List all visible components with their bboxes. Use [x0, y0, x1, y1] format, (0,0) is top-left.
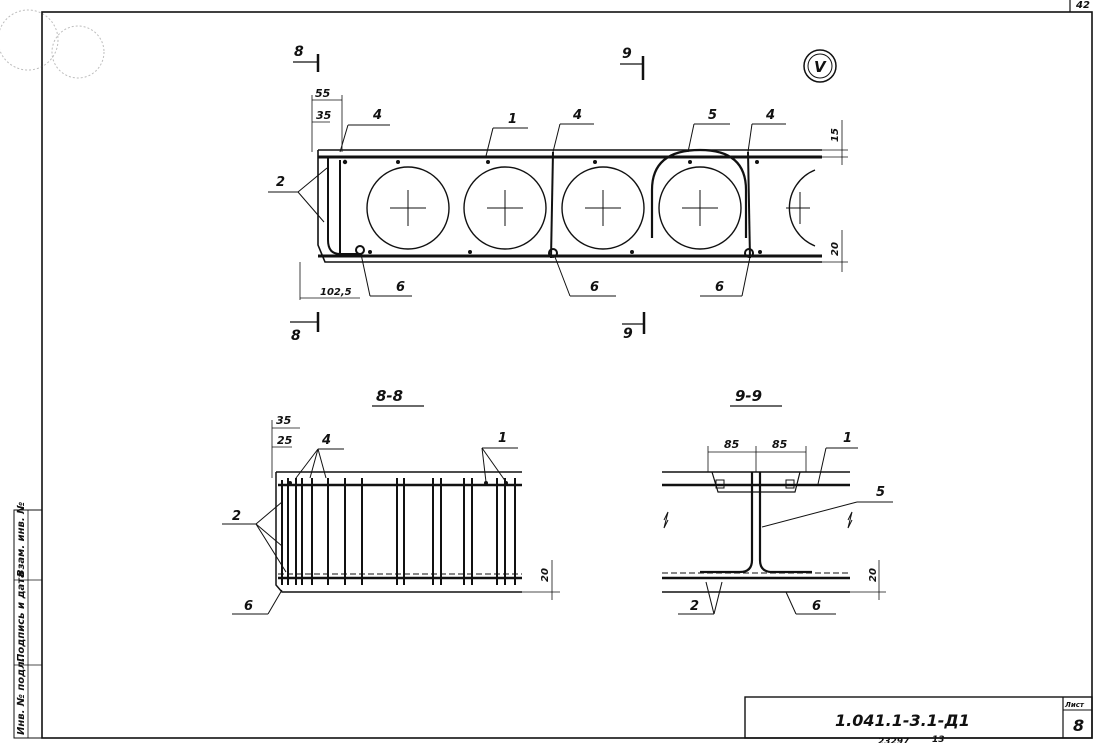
inv-podl-label: Инв. № подл. [16, 658, 27, 735]
callout-8-8-1: 1 [481, 431, 518, 483]
svg-text:2: 2 [690, 599, 699, 614]
dim-55: 55 [315, 87, 331, 100]
cut-mark-8-bottom: 8 [290, 312, 320, 344]
callout-5: 5 [687, 108, 730, 153]
cut-mark-9-bottom: 9 [622, 312, 646, 342]
svg-text:2: 2 [276, 175, 285, 190]
svg-text:6: 6 [396, 280, 405, 295]
circle-stamp: V [803, 49, 837, 83]
document-code: 1.041.1-3.1-Д1 [835, 711, 970, 730]
svg-text:9: 9 [623, 326, 633, 342]
corner-page-number: 42 [1075, 0, 1090, 11]
svg-text:8: 8 [294, 44, 304, 60]
section-8-8-title: 8-8 [376, 387, 403, 405]
podpis-data-label: Подпись и дата [16, 571, 27, 662]
dim-9-9-85b: 85 [772, 438, 788, 451]
callout-9-9-1: 1 [817, 431, 858, 485]
callout-6c: 6 [700, 256, 751, 297]
callout-4c: 4 [747, 108, 786, 153]
callout-2: 2 [268, 167, 328, 223]
svg-text:4: 4 [572, 108, 582, 123]
callout-9-9-6: 6 [785, 591, 836, 615]
callout-6b: 6 [554, 256, 616, 297]
svg-text:2: 2 [232, 509, 241, 524]
svg-text:9: 9 [622, 46, 632, 62]
dim-9-9-85a: 85 [724, 438, 740, 451]
callout-6a: 6 [360, 253, 412, 297]
sheet-number: 8 [1073, 716, 1084, 735]
svg-text:4: 4 [321, 433, 331, 448]
dim-8-8-35: 35 [276, 414, 292, 427]
callout-8-8-2: 2 [222, 501, 287, 573]
svg-text:6: 6 [812, 599, 821, 614]
svg-text:6: 6 [715, 280, 724, 295]
dim-20: 20 [830, 242, 841, 256]
callout-8-8-4: 4 [295, 433, 344, 479]
cut-mark-8-top: 8 [293, 44, 320, 72]
callout-9-9-2: 2 [678, 581, 723, 615]
section-8-8: 8-8 35 25 20 4 1 [222, 387, 560, 615]
void-circles [366, 166, 816, 250]
svg-text:4: 4 [372, 108, 382, 123]
svg-text:6: 6 [590, 280, 599, 295]
svg-text:4: 4 [765, 108, 775, 123]
sheet-label: Лист [1064, 701, 1085, 709]
archive-seal [0, 9, 105, 79]
dim-15: 15 [830, 128, 841, 142]
sheet-frame: 42 [41, 0, 1093, 739]
svg-text:6: 6 [244, 599, 253, 614]
main-cross-section: 55 35 102,5 15 20 8 8 9 9 [268, 44, 848, 344]
archive-suffix: 13 [932, 735, 945, 743]
dim-8-8-20: 20 [540, 568, 551, 582]
svg-text:1: 1 [843, 431, 852, 446]
dim-8-8-25: 25 [277, 434, 293, 447]
svg-text:5: 5 [708, 108, 717, 123]
cut-mark-9-top: 9 [620, 46, 645, 80]
callout-4b: 4 [552, 108, 594, 153]
dim-35: 35 [316, 109, 332, 122]
callout-1: 1 [485, 112, 528, 157]
svg-text:8: 8 [291, 328, 301, 344]
section-9-9-title: 9-9 [735, 387, 762, 405]
circle-stamp-text: V [814, 58, 827, 76]
callout-9-9-5: 5 [761, 485, 893, 528]
svg-text:5: 5 [876, 485, 885, 500]
title-block: 1.041.1-3.1-Д1 Лист 8 23297 13 [744, 696, 1093, 743]
callout-8-8-6: 6 [232, 589, 283, 615]
dim-9-9-20: 20 [868, 568, 879, 582]
vzam-inv-label: Взам. инв. № [16, 502, 27, 577]
dim-102-5: 102,5 [320, 287, 352, 298]
callout-4a: 4 [339, 108, 390, 153]
svg-text:1: 1 [508, 112, 517, 127]
side-stamp: Инв. № подл. Подпись и дата Взам. инв. № [13, 502, 43, 739]
section-9-9: 9-9 85 85 20 1 5 [662, 387, 893, 615]
svg-text:1: 1 [498, 431, 507, 446]
archive-number: 23297 [878, 737, 910, 743]
